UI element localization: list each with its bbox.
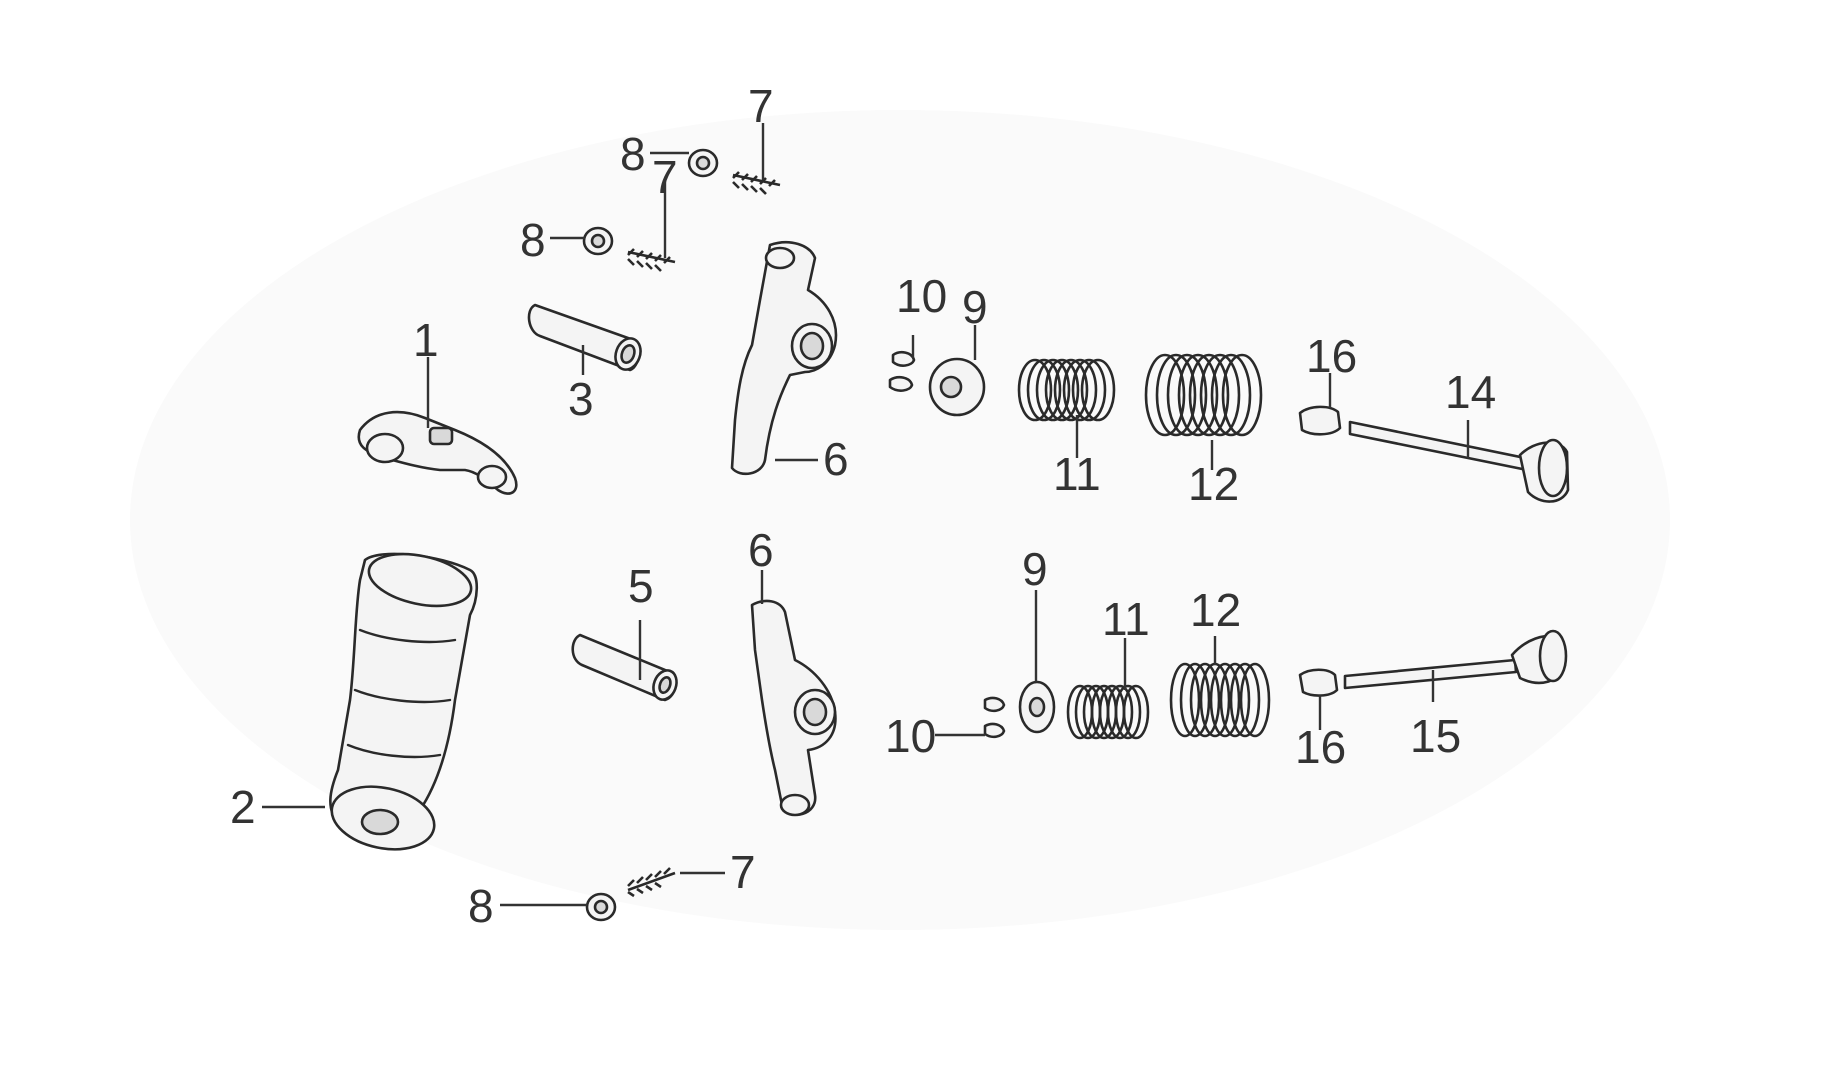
- part-8-nut-top: [687, 148, 719, 178]
- spring-coil: [1221, 353, 1263, 437]
- callout-15: 15: [1410, 710, 1461, 762]
- callout-9-lower: 9: [1022, 543, 1048, 595]
- callout-11-lower: 11: [1102, 593, 1150, 645]
- callout-labels: 1 2 3 5 6 6 7 7 7 8 8 8 9 9 10 10 11 11 …: [230, 80, 1496, 932]
- callout-9-upper: 9: [962, 281, 988, 333]
- background-shape: [130, 110, 1670, 930]
- spring-coil: [1179, 662, 1211, 738]
- spring-coil: [1229, 662, 1261, 738]
- part-7-adjusting-screw-mid: [627, 248, 676, 272]
- spring-coil: [1210, 353, 1252, 437]
- spring-coil: [1199, 353, 1241, 437]
- part-16-stem-seal-upper: [1298, 405, 1342, 436]
- part-12-outer-spring-upper: [1144, 353, 1263, 437]
- callout-10-lower: 10: [885, 710, 936, 762]
- spring-coil: [1106, 684, 1134, 740]
- spring-coil: [1026, 358, 1062, 422]
- spring-coil: [1239, 662, 1271, 738]
- callout-8-bottom: 8: [468, 880, 494, 932]
- part-12-outer-spring-lower: [1169, 662, 1271, 738]
- spring-coil: [1053, 358, 1089, 422]
- callout-6-upper: 6: [823, 433, 849, 485]
- spring-coil: [1169, 662, 1201, 738]
- spring-coil: [1114, 684, 1142, 740]
- callout-2: 2: [230, 781, 256, 833]
- part-8-nut-mid: [582, 226, 614, 256]
- spring-coil: [1177, 353, 1219, 437]
- part-5-rocker-shaft: [571, 633, 678, 702]
- spring-coil: [1219, 662, 1251, 738]
- part-14-valve: [1348, 420, 1570, 503]
- part-16-stem-seal-lower: [1298, 668, 1339, 697]
- part-15-valve: [1343, 629, 1568, 690]
- spring-coil: [1044, 358, 1080, 422]
- callout-14: 14: [1445, 366, 1496, 418]
- callout-6-lower: 6: [748, 524, 774, 576]
- callout-12-upper: 12: [1188, 458, 1239, 510]
- part-3-rocker-shaft: [527, 303, 642, 372]
- spring-coil: [1122, 684, 1150, 740]
- callout-12-lower: 12: [1190, 584, 1241, 636]
- part-10-keepers-upper: [888, 350, 916, 392]
- spring-coil: [1166, 353, 1208, 437]
- part-1-bracket: [357, 410, 518, 495]
- callout-16-lower: 16: [1295, 721, 1346, 773]
- part-2-camshaft: [329, 552, 479, 851]
- spring-coil: [1144, 353, 1186, 437]
- leader-lines: [262, 123, 1470, 907]
- spring-coil: [1035, 358, 1071, 422]
- spring-coil: [1071, 358, 1107, 422]
- part-11-inner-spring-upper: [1017, 358, 1116, 422]
- callout-3: 3: [568, 373, 594, 425]
- callout-11-upper: 11: [1053, 448, 1101, 500]
- part-7-adjusting-screw-bottom: [627, 867, 676, 898]
- part-11-inner-spring-lower: [1066, 684, 1150, 740]
- part-9-retainer-upper: [928, 357, 986, 417]
- spring-coil: [1188, 353, 1230, 437]
- callout-7-mid: 7: [652, 151, 678, 203]
- spring-coil: [1209, 662, 1241, 738]
- spring-coil: [1155, 353, 1197, 437]
- part-9-retainer-lower: [1018, 680, 1056, 734]
- part-7-adjusting-screw-top: [732, 171, 781, 195]
- callout-5: 5: [628, 560, 654, 612]
- callout-10-upper: 10: [896, 270, 947, 322]
- spring-coil: [1189, 662, 1221, 738]
- callout-1: 1: [413, 314, 439, 366]
- part-6-rocker-arm-upper: [730, 240, 838, 476]
- callout-7-bottom: 7: [730, 846, 756, 898]
- callout-8-top: 8: [620, 128, 646, 180]
- spring-coil: [1017, 358, 1053, 422]
- callout-8-mid: 8: [520, 214, 546, 266]
- part-8-nut-bottom: [585, 892, 617, 922]
- spring-coil: [1062, 358, 1098, 422]
- part-10-keepers-lower: [983, 696, 1006, 739]
- callout-16-upper: 16: [1306, 330, 1357, 382]
- part-6-rocker-arm-lower: [750, 599, 837, 817]
- callout-7-top: 7: [748, 80, 774, 132]
- spring-coil: [1080, 358, 1116, 422]
